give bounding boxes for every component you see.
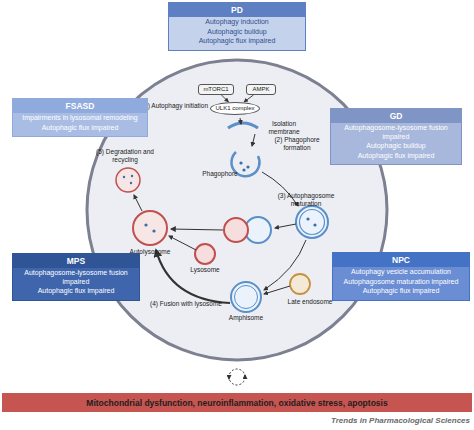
pathway-arrow [134,195,142,211]
pathway-arrow [240,118,241,124]
disease-box: GDAutophagosome-lysosome fusion impaired… [330,108,462,165]
finding-text: Autophagic flux impaired [169,36,305,50]
kinase-box: mTORC1 [198,84,234,95]
stage-label: Phagophore [198,170,242,178]
stage-label: (1) Autophagy initiation [140,102,210,110]
cargo-dot [242,168,245,171]
amphisome-shape [231,282,261,312]
disease-name: PD [169,3,305,17]
pathway-arrow [275,224,296,228]
finding-text: Autophagic buildup [169,27,305,37]
degradation-vesicle [116,168,140,192]
autophagosome-shape [296,206,328,238]
disease-box: FSASDImpairments in lysosomal remodeling… [12,98,148,137]
finding-text: Autophagosome-lysosome fusion impaired [331,123,461,141]
pathway-arrow [156,250,230,303]
fusing-lysosome [224,218,248,242]
cargo-dot [152,229,155,232]
autophagosome-inner [300,210,325,235]
stage-label: (4) Fusion with lysosome [150,300,222,308]
cycle-symbol [229,369,245,385]
finding-text: Autophagic flux impaired [13,123,147,137]
pathway-arrow [169,236,196,250]
isolation-membrane [228,123,258,128]
stage-label: Amphisome [218,314,274,322]
disease-name: FSASD [13,99,147,113]
finding-text: Impairments in lysosomal remodeling [13,113,147,123]
disease-name: MPS [13,254,139,268]
pathway-arrow [264,240,306,290]
pathway-arrow [171,229,223,230]
finding-text: Autophagy vesicle accumulation [333,267,469,277]
cargo-dot [130,182,132,184]
kinase-box: AMPK [246,84,276,95]
cargo-dot [144,223,147,226]
pathway-arrow [264,286,290,294]
amphisome-inner [235,286,258,309]
outcome-text: Mitochondrial dysfunction, neuroinflamma… [86,398,387,408]
finding-text: Autophagosome maturation impaired [333,277,469,287]
lysosome-shape [195,244,215,264]
disease-box: MPSAutophagosome-lysosome fusion impaire… [12,253,140,301]
stage-label: Isolation membrane [262,120,306,135]
cargo-dot [131,175,133,177]
disease-name: GD [331,109,461,123]
finding-text: Autophagic flux impaired [333,286,469,300]
pathway-arrow [252,134,255,146]
cargo-dot [239,161,242,164]
outcome-band: Mitochondrial dysfunction, neuroinflamma… [2,393,472,412]
autolysosome-shape [133,211,167,245]
cargo-dot [313,223,316,226]
stage-label: (5) Degradation and recycling [92,148,158,163]
late-endosome-shape [290,274,310,294]
finding-text: Autophagic flux impaired [13,286,139,300]
molecule-name: mTORC1 [203,86,228,93]
finding-text: Autophagic buildup [331,141,461,151]
stage-label: (2) Phagophore formation [262,136,332,151]
stage-label: Lysosome [182,266,228,274]
disease-box: PDAutophagy inductionAutophagic buildupA… [168,2,306,51]
activation-arrow [222,95,229,102]
cargo-dot [123,176,125,178]
cycle-arrowhead [245,375,246,379]
cycle-arrowhead [229,375,230,379]
activation-arrow [244,95,254,102]
molecule-name: ULK1 complex [215,105,254,112]
journal-credit: Trends in Pharmacological Sciences [280,416,470,426]
finding-text: Autophagy induction [169,17,305,27]
cargo-dot [246,165,249,168]
complex-oval: ULK1 complex [210,102,260,115]
stage-label: Late endosome [282,298,338,306]
disease-name: NPC [333,253,469,267]
finding-text: Autophagic flux impaired [331,151,461,165]
molecule-name: AMPK [252,86,269,93]
finding-text: Autophagosome-lysosome fusion impaired [13,268,139,286]
disease-box: NPCAutophagy vesicle accumulationAutopha… [332,252,470,301]
cargo-dot [306,217,309,220]
stage-label: (3) Autophagosome maturation [266,192,346,207]
